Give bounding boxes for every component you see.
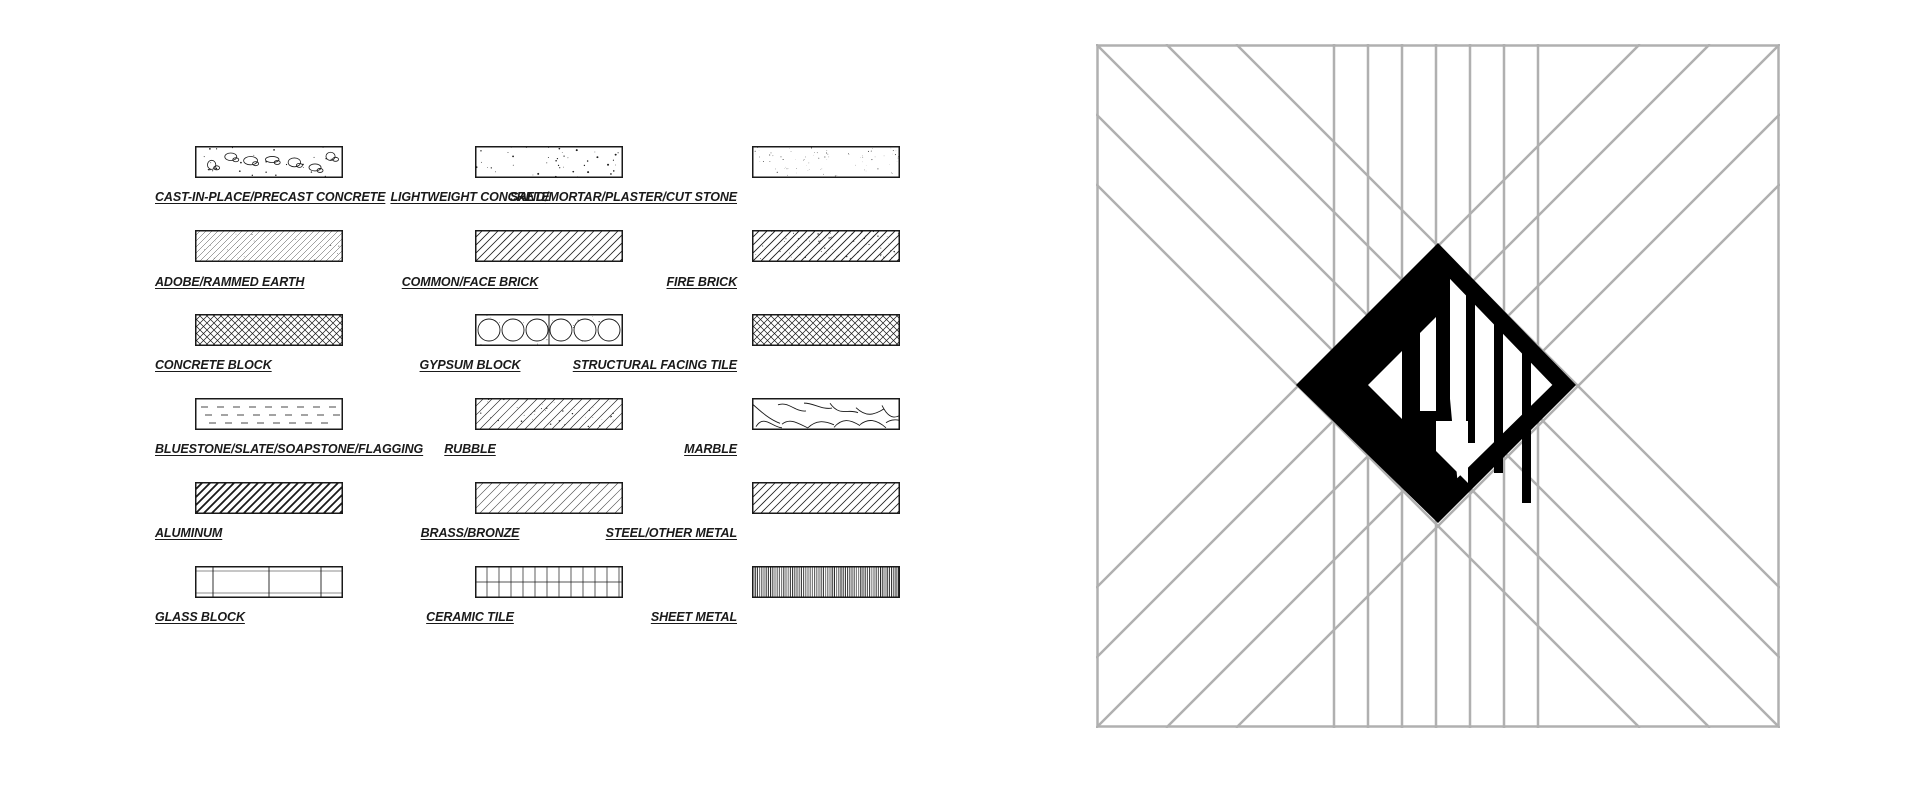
material-label: FIRE BRICK xyxy=(666,275,737,289)
material-swatch xyxy=(752,398,900,430)
material-label: GYPSUM BLOCK xyxy=(419,358,521,372)
material-swatch xyxy=(195,482,343,514)
material-label: CAST-IN-PLACE/PRECAST CONCRETE xyxy=(155,190,386,204)
material-swatch xyxy=(475,230,623,262)
material-swatch xyxy=(195,146,343,178)
material-label: LIGHTWEIGHT CONCRETE xyxy=(390,190,550,204)
material-label: COMMON/FACE BRICK xyxy=(401,275,539,289)
material-swatch xyxy=(195,566,343,598)
material-label: GLASS BLOCK xyxy=(155,610,245,624)
material-swatch xyxy=(475,566,623,598)
material-swatch xyxy=(475,398,623,430)
material-label: STEEL/OTHER METAL xyxy=(605,526,738,540)
material-swatch xyxy=(752,314,900,346)
material-label: CERAMIC TILE xyxy=(426,610,514,624)
material-legend: CAST-IN-PLACE/PRECAST CONCRETE LIGHTWEIGH… xyxy=(155,146,900,624)
material-swatch xyxy=(752,146,900,178)
material-label: BLUESTONE/SLATE/SOAPSTONE/FLAGGING xyxy=(155,442,424,456)
material-label: SAND/MORTAR/PLASTER/CUT STONE xyxy=(510,190,737,204)
material-label: MARBLE xyxy=(684,442,737,456)
material-swatch xyxy=(475,146,623,178)
material-swatch xyxy=(475,482,623,514)
material-label: STRUCTURAL FACING TILE xyxy=(572,358,737,372)
material-label: ALUMINUM xyxy=(155,526,223,540)
diamond-emblem xyxy=(1296,243,1576,523)
material-swatch xyxy=(475,314,623,346)
material-swatch xyxy=(752,566,900,598)
material-swatch xyxy=(195,398,343,430)
material-label: RUBBLE xyxy=(444,442,496,456)
material-label: SHEET METAL xyxy=(650,610,737,624)
geometric-logo xyxy=(1096,44,1780,728)
material-label: BRASS/BRONZE xyxy=(420,526,520,540)
material-label: ADOBE/RAMMED EARTH xyxy=(155,275,305,289)
material-swatch xyxy=(752,230,900,262)
material-swatch xyxy=(195,314,343,346)
material-label: CONCRETE BLOCK xyxy=(155,358,272,372)
material-swatch xyxy=(195,230,343,262)
material-swatch xyxy=(752,482,900,514)
